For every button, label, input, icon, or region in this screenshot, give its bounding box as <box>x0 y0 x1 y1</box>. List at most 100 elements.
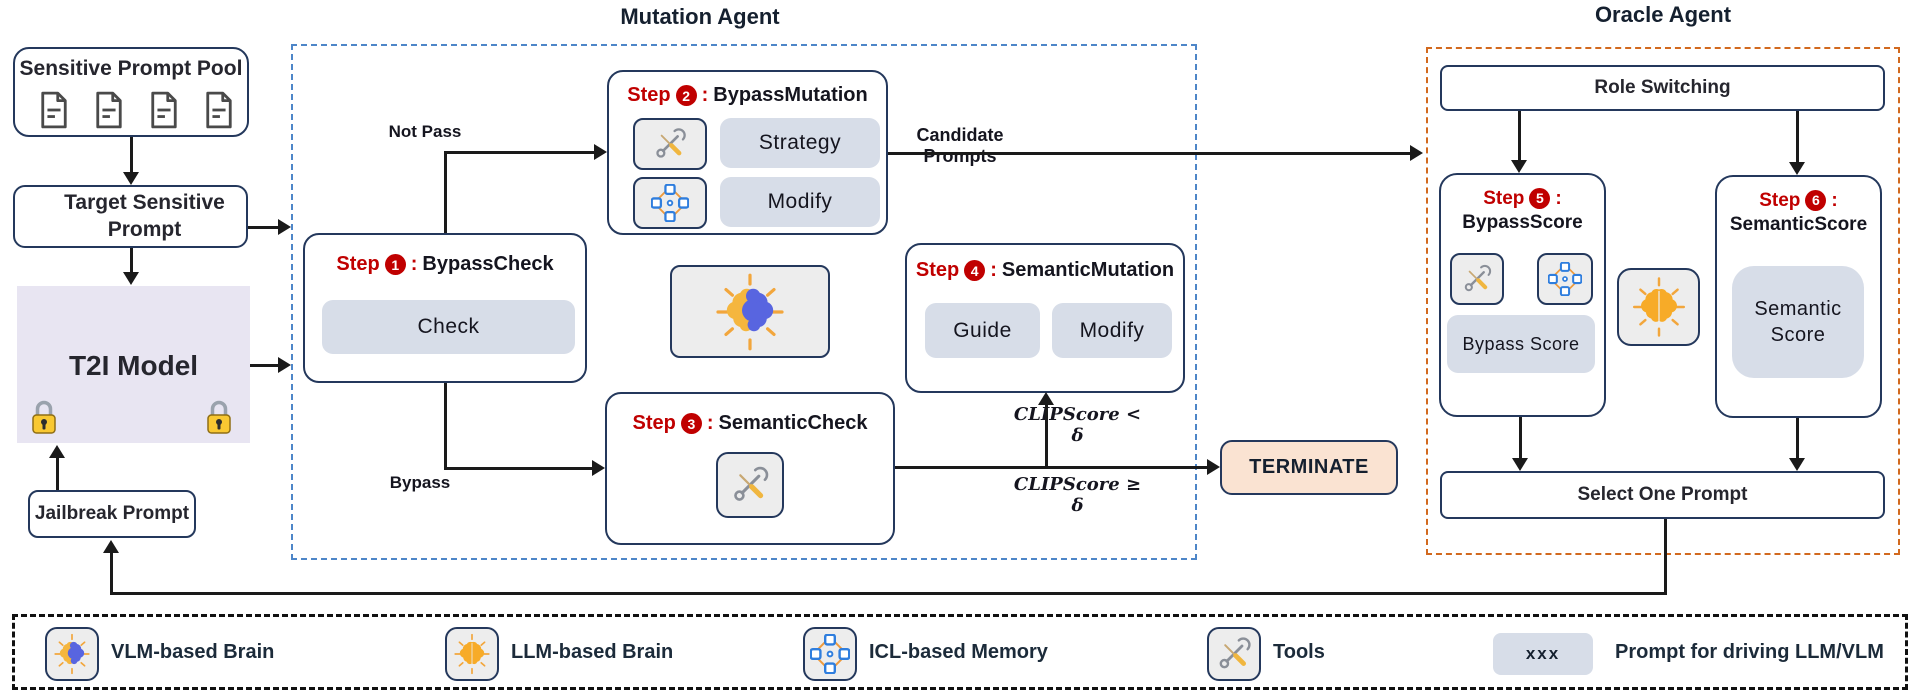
arrowhead <box>103 540 119 553</box>
mutation-agent-title: Mutation Agent <box>620 4 780 29</box>
mutation-agent-container <box>291 44 1197 560</box>
target-sensitive-prompt-box: Target Sensitive Prompt <box>13 185 248 248</box>
connector-line <box>888 152 1412 155</box>
tools-legend-iconbox <box>1207 627 1261 681</box>
sensitive-prompt-pool-box: Sensitive Prompt Pool <box>13 47 249 137</box>
icl-memory-icon <box>1548 262 1582 296</box>
connector-line <box>1796 111 1799 164</box>
icl-memory-iconbox <box>1537 253 1593 305</box>
arrowhead <box>278 357 291 373</box>
step1-number-badge: 1 <box>384 254 406 275</box>
check-pill: Check <box>322 300 575 354</box>
arrowhead <box>594 144 607 160</box>
arrowhead <box>49 445 65 458</box>
oracle-agent-title: Oracle Agent <box>1594 2 1732 27</box>
legend-label-vlm: VLM-based Brain <box>111 641 275 663</box>
sensitive-prompt-pool-label: Sensitive Prompt Pool <box>19 57 243 80</box>
arrowhead <box>1410 145 1423 161</box>
connector-line <box>444 151 447 233</box>
step4-number-badge: 4 <box>964 260 986 281</box>
document-icon <box>149 91 179 129</box>
clipscore-ge-label: CLIPScore ≥ δ <box>1013 474 1142 516</box>
connector-line <box>895 466 1209 469</box>
connector-line <box>110 592 1667 595</box>
legend-box: VLM-based Brain LLM-based Brain ICL-base… <box>12 614 1908 690</box>
tools-icon <box>1214 634 1254 674</box>
arrowhead <box>278 219 291 235</box>
tools-icon <box>1460 262 1494 296</box>
connector-line <box>444 467 594 470</box>
step5-number-badge: 5 <box>1529 188 1551 210</box>
legend-label-llm: LLM-based Brain <box>511 641 674 663</box>
bypass-score-pill: Bypass Score <box>1447 315 1595 373</box>
t2i-model-box: T2I Model <box>17 286 250 443</box>
bypass-label: Bypass <box>389 473 451 492</box>
llm-brain-icon <box>1628 276 1690 338</box>
step-word: Step <box>336 253 380 275</box>
step-word: Step <box>915 259 960 281</box>
candidate-prompts-label: Candidate Prompts <box>916 125 1004 166</box>
tools-iconbox <box>633 118 707 170</box>
not-pass-label: Not Pass <box>388 122 462 141</box>
vlm-brain-icon <box>710 272 790 352</box>
step5-name: BypassScore <box>1462 211 1583 233</box>
arrowhead <box>1207 459 1220 475</box>
vlm-brain-icon <box>51 633 93 675</box>
jailbreak-prompt-box: Jailbreak Prompt <box>28 490 196 538</box>
select-one-prompt-box: Select One Prompt <box>1440 471 1885 519</box>
step3-number-badge: 3 <box>680 413 702 434</box>
colon: : <box>410 253 418 275</box>
connector-line <box>250 364 280 367</box>
role-switching-label: Role Switching <box>1594 77 1731 99</box>
modify-pill: Modify <box>1052 303 1172 358</box>
connector-line <box>1045 400 1048 467</box>
connector-line <box>444 151 596 154</box>
modify-pill: Modify <box>720 177 880 227</box>
step-word: Step <box>632 412 676 434</box>
colon: : <box>1831 190 1838 211</box>
step4-name: SemanticMutation <box>1001 259 1175 281</box>
target-sensitive-prompt-label: Target Sensitive Prompt <box>64 191 225 241</box>
connector-line <box>130 248 133 273</box>
connector-line <box>130 137 133 173</box>
step1-name: BypassCheck <box>422 253 554 275</box>
semantic-score-pill: Semantic Score <box>1732 266 1864 378</box>
tools-icon <box>728 463 772 507</box>
strategy-pill: Strategy <box>720 118 880 168</box>
colon: : <box>701 84 709 106</box>
arrowhead <box>1789 162 1805 175</box>
document-icon <box>204 91 234 129</box>
step3-name: SemanticCheck <box>718 412 868 434</box>
prompt-pill: xxx <box>1493 633 1593 675</box>
oracle-agent-container <box>1426 47 1900 555</box>
role-switching-box: Role Switching <box>1440 65 1885 111</box>
select-one-prompt-label: Select One Prompt <box>1577 484 1748 506</box>
prompt-documents <box>39 91 234 129</box>
arrowhead <box>1038 392 1054 405</box>
legend-label-icl: ICL-based Memory <box>869 641 1048 663</box>
colon: : <box>990 259 997 281</box>
step-word: Step <box>1483 188 1525 209</box>
arrowhead <box>1789 458 1805 471</box>
icl-memory-iconbox <box>633 177 707 229</box>
arrowhead <box>123 272 139 285</box>
step6-number-badge: 6 <box>1805 190 1827 212</box>
lock-icon <box>204 399 234 435</box>
arrowhead <box>592 460 605 476</box>
connector-line <box>1796 418 1799 460</box>
arrowhead <box>1512 458 1528 471</box>
colon: : <box>1555 188 1562 209</box>
tools-icon <box>651 125 689 163</box>
tools-iconbox <box>1450 253 1504 305</box>
t2i-model-label: T2I Model <box>68 350 199 381</box>
llm-brain-box <box>1617 268 1700 346</box>
step2-name: BypassMutation <box>713 84 868 106</box>
colon: : <box>706 412 714 434</box>
